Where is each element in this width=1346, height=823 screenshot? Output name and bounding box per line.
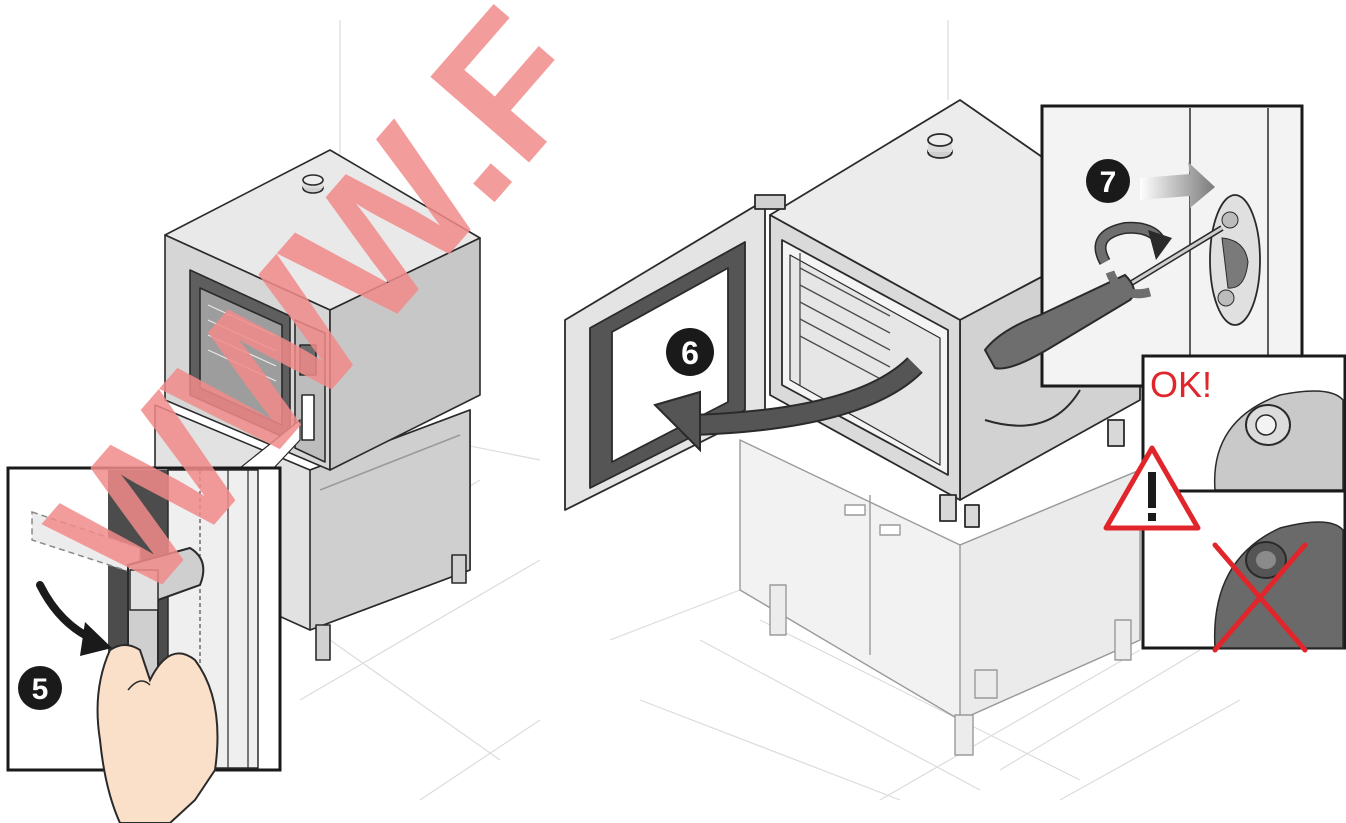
left-oven-side xyxy=(329,237,481,471)
step-5-label: 5 xyxy=(32,673,49,706)
push-arrow-icon xyxy=(1140,162,1215,208)
left-oven-assembly xyxy=(154,149,481,661)
red-x-icon xyxy=(1212,542,1308,653)
door-open-arrow: 6 xyxy=(653,328,923,453)
handle-detail-inset: 5 xyxy=(6,418,301,823)
step-5-badge xyxy=(18,666,62,710)
ok-label: OK! xyxy=(1150,364,1212,405)
screw-detail-inset: 7 xyxy=(983,104,1304,427)
right-stand xyxy=(739,439,1141,756)
check-panels: OK! xyxy=(1103,354,1346,653)
screwdriver-icon xyxy=(983,225,1224,370)
floor-grid xyxy=(279,20,1241,801)
oven-racks xyxy=(799,253,891,385)
step-6-label: 6 xyxy=(681,335,699,371)
step-7-badge xyxy=(1086,159,1130,203)
step-6-badge xyxy=(666,328,714,376)
step-7-label: 7 xyxy=(1100,166,1117,199)
warning-triangle-icon xyxy=(1103,445,1201,531)
hand-icon xyxy=(96,644,219,823)
